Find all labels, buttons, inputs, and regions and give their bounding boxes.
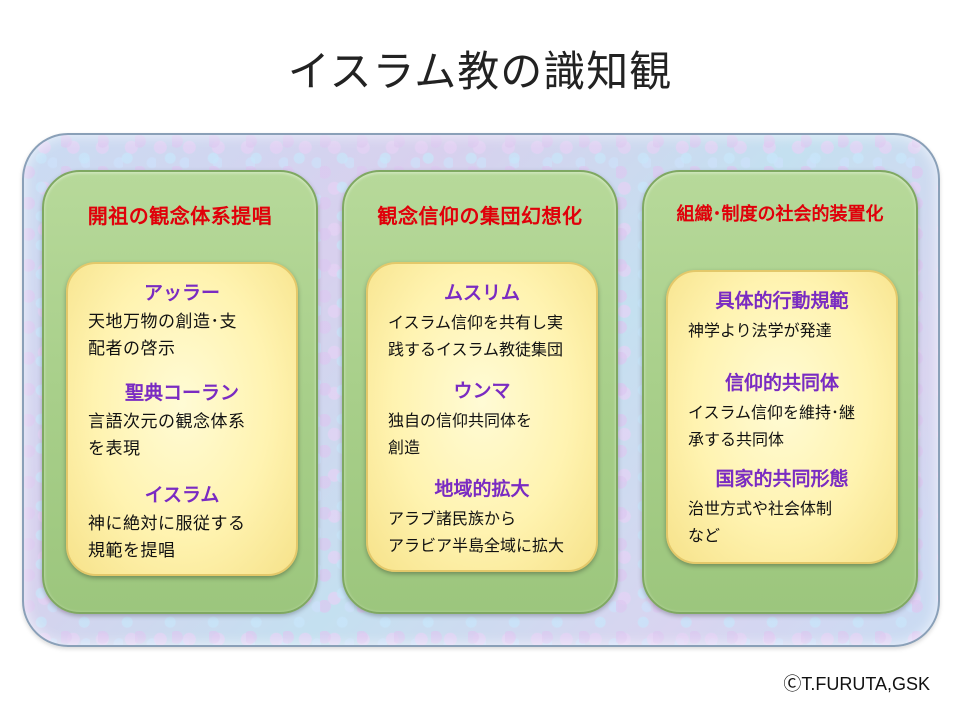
section-ummah: ウンマ 独自の信仰共同体を 創造 (368, 376, 596, 461)
section-body: 言語次元の観念体系 を表現 (68, 409, 296, 463)
section-heading: 信仰的共同体 (724, 372, 839, 394)
column-founder-ideology: 開祖の観念体系提唱 アッラー 天地万物の創造･支 配者の啓示 聖典コーラン 言語… (42, 170, 318, 614)
section-national-form: 国家的共同形態 治世方式や社会体制 など (668, 464, 896, 549)
column-title: 組織･制度の社会的装置化 (676, 204, 884, 225)
copyright-notice: ⒸT.FURUTA,GSK (783, 674, 930, 694)
section-heading: イスラム (144, 484, 220, 506)
section-body: 治世方式や社会体制 など (668, 495, 896, 549)
section-faith-community: 信仰的共同体 イスラム信仰を維持･継 承する共同体 (668, 368, 896, 453)
section-line: など (688, 526, 721, 545)
section-heading: 地域的拡大 (434, 478, 530, 500)
section-line: イスラム信仰を共有し実 (388, 313, 564, 332)
section-line: 治世方式や社会体制 (688, 499, 833, 518)
section-line: 創造 (388, 438, 421, 457)
section-line: イスラム信仰を維持･継 (688, 403, 856, 422)
section-heading: 聖典コーラン (124, 382, 239, 404)
section-body: イスラム信仰を共有し実 践するイスラム教徒集団 (368, 309, 596, 363)
column-collective-faith: 観念信仰の集団幻想化 ムスリム イスラム信仰を共有し実 践するイスラム教徒集団 … (342, 170, 618, 614)
section-line: 践するイスラム教徒集団 (388, 340, 564, 359)
inner-panel: 具体的行動規範 神学より法学が発達 信仰的共同体 イスラム信仰を維持･継 承する… (666, 270, 898, 564)
section-line: アラビア半島全域に拡大 (388, 536, 565, 555)
section-regional-expansion: 地域的拡大 アラブ諸民族から アラビア半島全域に拡大 (368, 474, 596, 559)
inner-panel: ムスリム イスラム信仰を共有し実 践するイスラム教徒集団 ウンマ 独自の信仰共同… (366, 262, 598, 572)
section-body: 神学より法学が発達 (668, 317, 896, 344)
section-line: 規範を提唱 (88, 541, 176, 561)
section-line: 神学より法学が発達 (688, 321, 832, 340)
column-title: 観念信仰の集団幻想化 (377, 204, 583, 228)
inner-panel: アッラー 天地万物の創造･支 配者の啓示 聖典コーラン 言語次元の観念体系 を表… (66, 262, 298, 576)
section-body: 神に絶対に服従する 規範を提唱 (68, 511, 296, 565)
section-heading: 国家的共同形態 (715, 468, 849, 490)
section-body: 天地万物の創造･支 配者の啓示 (68, 309, 296, 363)
page-title: イスラム教の識知観 (287, 47, 673, 96)
section-heading: アッラー (143, 282, 220, 304)
section-line: 独自の信仰共同体を (388, 411, 533, 430)
section-line: を表現 (88, 439, 141, 459)
section-heading: ムスリム (443, 282, 520, 304)
section-body: イスラム信仰を維持･継 承する共同体 (668, 399, 896, 453)
column-social-institution: 組織･制度の社会的装置化 具体的行動規範 神学より法学が発達 信仰的共同体 イス… (642, 170, 918, 614)
section-line: 言語次元の観念体系 (88, 412, 246, 432)
section-line: 配者の啓示 (88, 339, 176, 359)
section-code-of-conduct: 具体的行動規範 神学より法学が発達 (668, 286, 896, 344)
section-heading: ウンマ (453, 380, 511, 402)
section-quran: 聖典コーラン 言語次元の観念体系 を表現 (68, 378, 296, 463)
column-title: 開祖の観念体系提唱 (87, 204, 273, 228)
section-line: アラブ諸民族から (388, 509, 517, 528)
section-body: アラブ諸民族から アラビア半島全域に拡大 (368, 505, 596, 559)
section-heading: 具体的行動規範 (715, 290, 849, 312)
section-allah: アッラー 天地万物の創造･支 配者の啓示 (68, 278, 296, 363)
section-line: 天地万物の創造･支 (88, 312, 237, 332)
section-islam: イスラム 神に絶対に服従する 規範を提唱 (68, 480, 296, 565)
section-line: 承する共同体 (688, 430, 785, 449)
section-line: 神に絶対に服従する (88, 514, 246, 534)
section-muslim: ムスリム イスラム信仰を共有し実 践するイスラム教徒集団 (368, 278, 596, 363)
section-body: 独自の信仰共同体を 創造 (368, 407, 596, 461)
